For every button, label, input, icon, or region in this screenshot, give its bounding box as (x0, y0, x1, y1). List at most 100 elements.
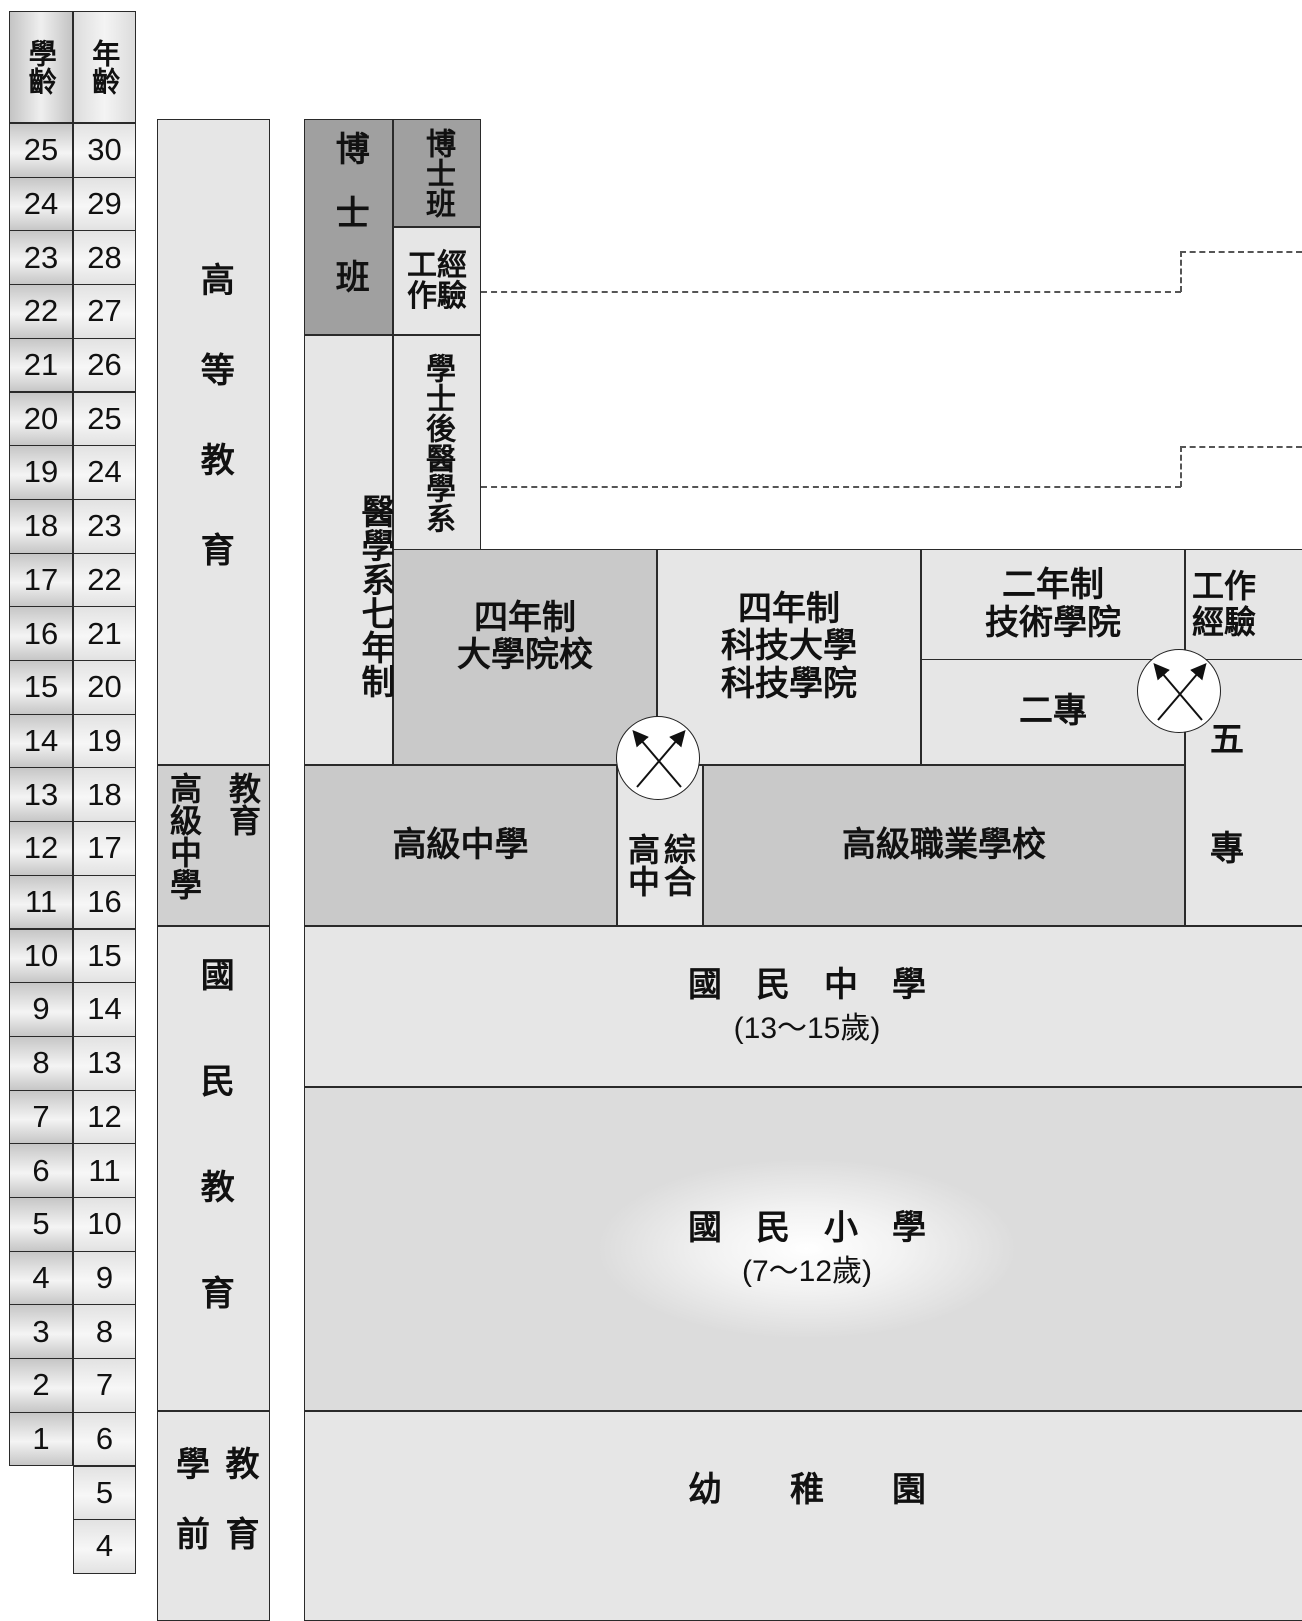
level-preschool-education: 學前 教育 (157, 1411, 270, 1621)
tech-college-two-year: 二年制 技術學院 (921, 549, 1185, 660)
age-cell-label: 9 (95, 1259, 114, 1295)
age-cell: 8 (73, 1304, 136, 1360)
age-cell-label: 11 (88, 1152, 121, 1188)
age-cell-label: 21 (87, 615, 122, 651)
age-cell: 10 (73, 1197, 136, 1252)
level-higher-education-label: 高等教育 (195, 262, 234, 622)
school-age-cell: 20 (9, 391, 73, 447)
post-bacc-medicine-label: 學士後醫學系 (421, 352, 454, 533)
university-four-year-line2: 大學院校 (457, 636, 593, 674)
age-cell-label: 10 (87, 1206, 122, 1242)
age-cell: 21 (73, 606, 136, 661)
school-age-cell: 13 (9, 767, 73, 823)
age-header-label: 年齡 (89, 39, 121, 95)
work-experience-box-1: 工經 作驗 (393, 227, 481, 335)
age-cell: 5 (73, 1465, 136, 1521)
junior-college-two-year: 二專 (921, 659, 1185, 765)
school-age-cell-label: 14 (23, 722, 59, 758)
school-age-cell: 17 (9, 552, 73, 608)
school-age-cell-label: 12 (23, 830, 59, 866)
age-cell: 26 (73, 337, 136, 393)
age-cell-label: 26 (87, 347, 122, 383)
age-header: 年齡 (73, 11, 136, 123)
age-cell: 18 (73, 767, 136, 823)
age-cell-label: 5 (95, 1474, 114, 1510)
age-cell: 23 (73, 498, 136, 554)
school-age-cell: 12 (9, 821, 73, 876)
level-national-education-label: 國民教育 (195, 956, 234, 1381)
dashed-connector-2-vertical (1180, 446, 1182, 487)
age-cell-label: 8 (95, 1313, 114, 1349)
dashed-connector-2 (481, 486, 1181, 488)
age-cell-label: 29 (87, 185, 122, 221)
medical-seven-year-label: 醫學系七年制 (356, 494, 394, 698)
level-preschool-col2: 教育 (219, 1446, 258, 1586)
school-age-cell: 8 (9, 1035, 73, 1091)
school-age-cell-label: 23 (23, 239, 59, 275)
level-senior-high-col1: 高級中學 (166, 772, 202, 900)
age-cell: 16 (73, 874, 136, 930)
school-age-cell-label: 15 (23, 669, 59, 705)
age-cell: 22 (73, 552, 136, 608)
junior-college-two-year-label: 二專 (1019, 692, 1087, 731)
tech-college-line1: 二年制 (1002, 566, 1104, 605)
dashed-connector-1 (481, 291, 1181, 293)
age-cell-label: 20 (87, 669, 122, 705)
school-age-cell-label: 11 (24, 884, 58, 920)
phd-program-right: 博士班 (393, 119, 481, 227)
medical-seven-year: 醫學系七年制 (304, 335, 394, 765)
age-cell: 17 (73, 821, 136, 876)
work-experience-box-2: 工作 經驗 (1185, 549, 1302, 660)
cross-arrows-icon (616, 716, 700, 800)
age-cell-label: 14 (87, 991, 122, 1027)
school-age-cell: 19 (9, 445, 73, 500)
level-preschool-col1: 學前 (170, 1446, 209, 1586)
age-cell-label: 12 (87, 1098, 122, 1134)
junior-high-age-label: (13～15歲) (733, 1012, 881, 1046)
school-age-cell-label: 24 (23, 185, 59, 221)
school-age-cell-label: 17 (23, 561, 59, 597)
vocational-high-school: 高級職業學校 (703, 765, 1185, 926)
cross-arrows-icon-svg (632, 729, 686, 788)
dashed-connector-1-vertical (1180, 251, 1182, 292)
school-age-cell: 3 (9, 1304, 73, 1360)
level-senior-high-education: 高級中學 教育 (157, 765, 270, 926)
age-cell-label: 15 (87, 937, 122, 973)
school-age-cell: 2 (9, 1358, 73, 1413)
school-age-cell: 22 (9, 284, 73, 339)
kindergarten: 幼 稚 園 (304, 1411, 1302, 1621)
school-age-header: 學齡 (9, 11, 73, 123)
school-age-cell-label: 5 (32, 1206, 50, 1242)
age-cell-label: 16 (87, 884, 122, 920)
school-age-header-label: 學齡 (25, 39, 57, 95)
age-cell-label: 23 (87, 508, 122, 544)
age-cell-label: 13 (87, 1045, 122, 1081)
age-cell-label: 22 (87, 561, 122, 597)
school-age-cell: 10 (9, 928, 73, 984)
tech-university-four-year: 四年制 科技大學 科技學院 (657, 549, 921, 765)
school-age-cell-label: 3 (32, 1313, 50, 1349)
senior-high-school: 高級中學 (304, 765, 617, 926)
school-age-cell: 6 (9, 1143, 73, 1198)
post-bacc-medicine: 學士後醫學系 (393, 335, 481, 550)
age-cell-label: 27 (87, 293, 122, 329)
school-age-cell-label: 8 (32, 1045, 50, 1081)
school-age-cell-label: 16 (23, 615, 59, 651)
age-cell: 6 (73, 1411, 136, 1467)
school-age-cell-label: 7 (32, 1098, 50, 1134)
phd-program-left: 博士班 (304, 119, 393, 335)
school-age-cell-label: 9 (32, 991, 50, 1027)
senior-high-school-label: 高級中學 (392, 825, 529, 864)
university-four-year: 四年制 大學院校 (393, 549, 657, 765)
age-cell: 30 (73, 123, 136, 178)
phd-program-left-label: 博士班 (330, 131, 369, 323)
vocational-high-school-label: 高級職業學校 (842, 825, 1046, 864)
cross-arrows-icon-svg (1153, 662, 1207, 721)
age-cell: 15 (73, 928, 136, 984)
phd-program-right-label: 博士班 (421, 128, 454, 218)
junior-college-five-year-line1: 五 (1210, 721, 1244, 759)
age-cell-label: 4 (95, 1528, 114, 1564)
school-age-cell: 18 (9, 498, 73, 554)
work-experience-1-line2: 作驗 (407, 280, 467, 313)
school-age-cell-label: 25 (23, 132, 59, 168)
